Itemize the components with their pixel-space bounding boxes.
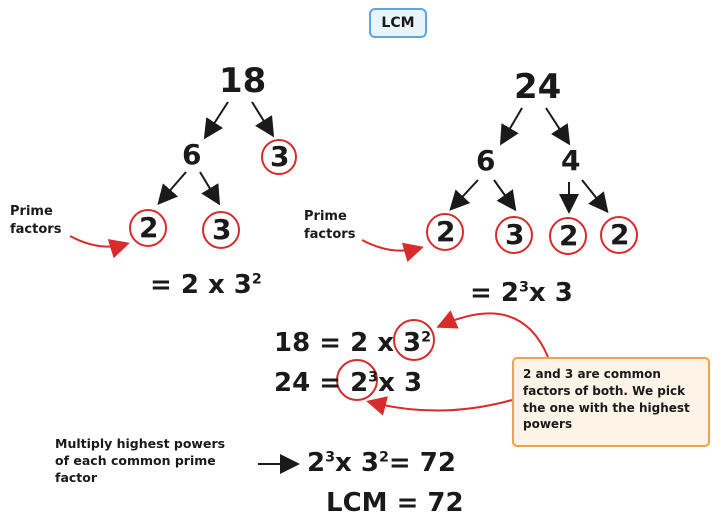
tree24-result-suffix: x 3: [528, 278, 573, 308]
prime-factors-label-2-line2: factors: [304, 226, 356, 242]
compare-line-18-exp: 2: [421, 329, 432, 346]
arrow-6b-to-2: [449, 179, 479, 211]
arrow-6-to-2: [157, 171, 187, 206]
prime-factors-label-1-line2: factors: [10, 221, 62, 237]
tree24-leaf-2: 3: [505, 218, 525, 251]
arrow-note-to-2cube: [366, 396, 513, 416]
tree24-leaf-1: 2: [436, 215, 456, 248]
prime-factors-label-2-line1: Prime: [304, 209, 347, 224]
arrow-24-to-4: [545, 107, 571, 146]
tree24-leaf-4: 2: [610, 218, 630, 251]
tree18-result-text: = 2 x 3: [150, 270, 252, 300]
tree18-leaf-right: 3: [212, 213, 232, 246]
tree24-right: 4: [561, 144, 581, 177]
tree18-root: 18: [219, 61, 267, 101]
tree24-result-text: = 2: [470, 278, 519, 308]
tree18-result: = 2 x 32: [150, 272, 262, 298]
arrow-prime-factors-2: [361, 239, 424, 263]
circle-compare-3sq: [393, 319, 435, 361]
page-title: LCM: [369, 8, 427, 38]
tree24-root: 24: [514, 67, 562, 107]
multiply-text: Multiply highest powers of each common p…: [55, 436, 225, 487]
multiply-text-line2: of each common prime: [55, 452, 216, 468]
final-product: 23x 32= 72: [307, 450, 456, 476]
compare-line-18: 18 = 2 x 32: [274, 330, 431, 356]
compare-line-24-text: 24 = 2: [274, 368, 369, 398]
tree18-right: 3: [270, 140, 290, 173]
arrow-6-to-3: [199, 171, 221, 206]
final-lcm: LCM = 72: [326, 488, 464, 518]
final-product-mid: x 3: [335, 448, 379, 478]
final-product-exp2: 2: [378, 449, 389, 466]
compare-line-24: 24 = 23x 3: [274, 370, 422, 396]
prime-factors-label-1-line1: Prime: [10, 204, 53, 219]
multiply-text-line1: Multiply highest powers: [55, 436, 226, 451]
prime-factors-label-1: Prime factors: [10, 203, 61, 238]
circle-18-leaf-3: [202, 211, 240, 249]
final-product-base1: 2: [307, 448, 326, 478]
compare-line-24-suffix: x 3: [378, 368, 423, 398]
circle-compare-2cube: [336, 359, 378, 401]
tree18-leaf-left: 2: [139, 211, 159, 244]
final-product-result: = 72: [388, 448, 456, 478]
arrow-18-to-6: [203, 101, 229, 140]
final-product-exp1: 3: [325, 449, 336, 466]
arrow-note-to-3sq: [436, 310, 549, 358]
note-box: 2 and 3 are common factors of both. We p…: [512, 357, 710, 447]
compare-line-24-exp: 3: [368, 369, 379, 386]
arrow-prime-factors-1: [69, 235, 130, 259]
tree24-result-exp: 3: [518, 279, 529, 296]
tree18-left: 6: [182, 138, 202, 171]
circle-24-leaf-1: [426, 213, 464, 251]
tree18-result-exp: 2: [251, 271, 262, 288]
prime-factors-label-2: Prime factors: [304, 208, 355, 243]
circle-24-leaf-4: [600, 216, 638, 254]
multiply-text-line3: factor: [55, 469, 98, 485]
arrow-24-to-6: [499, 107, 523, 146]
circle-24-leaf-3: [549, 217, 587, 255]
circle-24-leaf-2: [495, 216, 533, 254]
circle-18-right-3: [261, 139, 297, 175]
arrow-4-to-2b: [581, 179, 609, 214]
arrow-18-to-3: [251, 101, 275, 138]
tree24-result: = 23x 3: [470, 280, 573, 306]
tree24-left: 6: [476, 144, 496, 177]
arrow-6b-to-3: [493, 179, 517, 212]
circle-18-leaf-2: [129, 209, 167, 247]
tree24-leaf-3: 2: [559, 219, 579, 252]
compare-line-18-text: 18 = 2 x 3: [274, 328, 422, 358]
